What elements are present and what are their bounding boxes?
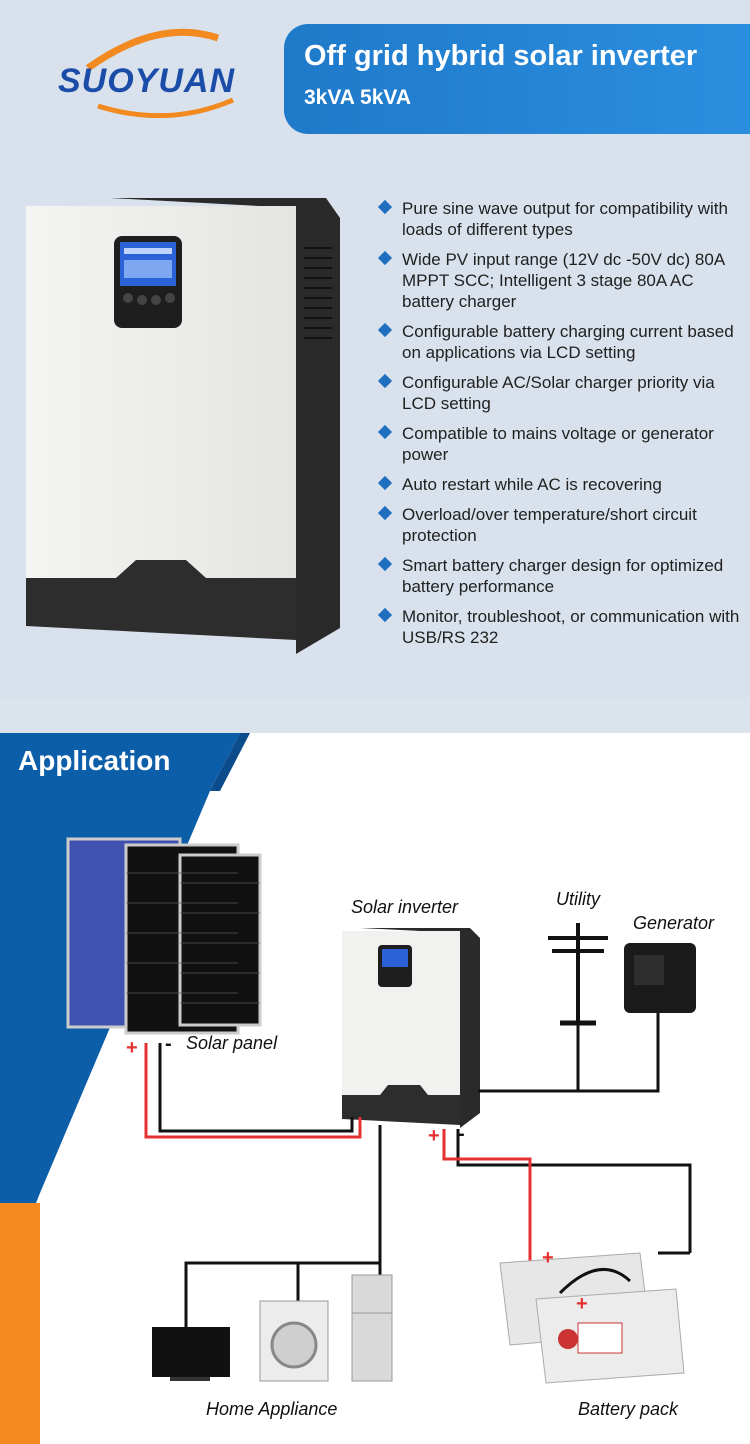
application-heading: Application [18, 745, 171, 776]
solar-panel-graphic [66, 837, 262, 1035]
diamond-bullet-icon [377, 424, 393, 440]
label-home-appliance: Home Appliance [206, 1399, 338, 1419]
title-banner: Off grid hybrid solar inverter 3kVA 5kVA [284, 24, 750, 134]
product-section: SUOYUAN Off grid hybrid solar inverter 3… [0, 0, 750, 700]
label-battery-pack: Battery pack [578, 1399, 679, 1419]
list-item: Pure sine wave output for compatibility … [377, 198, 750, 240]
application-section: Application Solar inverter Utility Gener… [0, 733, 750, 1444]
minus-sign-panel: - [165, 1033, 172, 1055]
diamond-bullet-icon [377, 475, 393, 491]
list-item: Overload/over temperature/short circuit … [377, 504, 750, 546]
inverter-graphic [342, 928, 480, 1128]
diamond-bullet-icon [377, 373, 393, 389]
list-item: Wide PV input range (12V dc -50V dc) 80A… [377, 249, 750, 312]
diamond-bullet-icon [377, 322, 393, 338]
logo-swoosh-icon [85, 28, 234, 119]
diamond-bullet-icon [377, 250, 393, 266]
page-subtitle: 3kVA 5kVA [304, 86, 411, 109]
plus-sign-battery-2: + [576, 1293, 588, 1315]
list-item: Compatible to mains voltage or generator… [377, 423, 750, 465]
list-item: Auto restart while AC is recovering [377, 474, 750, 495]
diamond-bullet-icon [377, 607, 393, 623]
label-generator: Generator [633, 913, 715, 933]
brand-logo: SUOYUAN [58, 28, 258, 119]
list-item: Smart battery charger design for optimiz… [377, 555, 750, 597]
page-title: Off grid hybrid solar inverter [304, 40, 698, 72]
plus-sign-panel: + [126, 1037, 138, 1059]
diamond-bullet-icon [377, 505, 393, 521]
appliance-graphics [152, 1274, 393, 1382]
list-item: Configurable AC/Solar charger priority v… [377, 372, 750, 414]
feature-list: Pure sine wave output for compatibility … [377, 198, 750, 657]
utility-pole-graphic [548, 923, 608, 1026]
diamond-bullet-icon [377, 199, 393, 215]
plus-sign-battery-1: + [542, 1247, 554, 1269]
minus-sign-inverter: - [458, 1123, 465, 1145]
application-diagram [0, 733, 696, 1444]
label-solar-inverter: Solar inverter [351, 897, 459, 917]
logo-wordmark: SUOYUAN [58, 62, 236, 100]
label-utility: Utility [556, 889, 600, 909]
list-item: Configurable battery charging current ba… [377, 321, 750, 363]
plus-sign-inverter: + [428, 1125, 440, 1147]
label-solar-panel: Solar panel [186, 1033, 278, 1053]
battery-graphics [499, 1252, 685, 1384]
generator-graphic [624, 943, 696, 1013]
inverter-illustration [26, 198, 340, 654]
diamond-bullet-icon [377, 556, 393, 572]
list-item: Monitor, troubleshoot, or communication … [377, 606, 750, 648]
